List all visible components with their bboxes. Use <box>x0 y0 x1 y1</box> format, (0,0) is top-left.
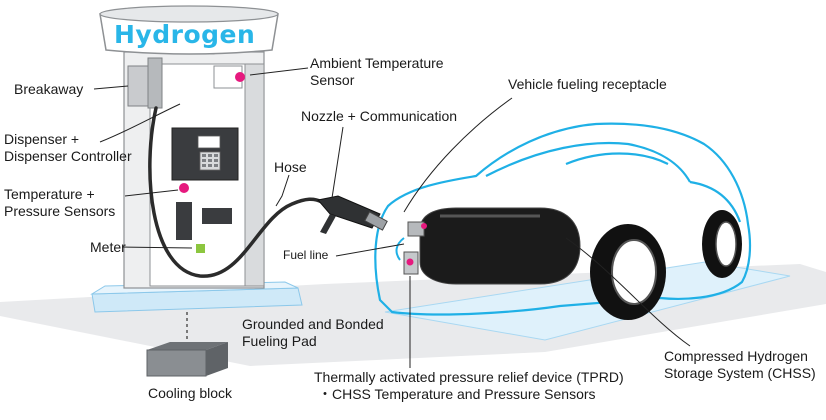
keypad-keys <box>202 154 218 167</box>
label-breakaway: Breakaway <box>14 81 84 97</box>
sign-top <box>99 5 279 23</box>
tank-valve-top <box>407 221 425 237</box>
sign-board <box>99 13 279 55</box>
cooling-block-top <box>147 342 228 350</box>
label-ambient-sensor-line2: Sensor <box>310 72 355 88</box>
label-hose: Hose <box>274 159 307 175</box>
label-cooling-block: Cooling block <box>148 385 233 401</box>
front-wheel-rim <box>715 221 737 267</box>
label-chss-line2: Storage System (CHSS) <box>664 365 816 381</box>
label-nozzle: Nozzle + Communication <box>301 108 458 124</box>
label-chss-line1: Compressed Hydrogen <box>664 348 808 364</box>
label-meter: Meter <box>90 239 126 255</box>
cooling-block <box>146 349 207 377</box>
label-fuel-line: Fuel line <box>283 248 329 262</box>
temperature-pressure-sensor <box>179 183 189 193</box>
rear-wheel-rim <box>611 239 657 305</box>
label-dispenser-line1: Dispenser + <box>4 131 80 147</box>
label-fueling-pad-line1: Grounded and Bonded <box>242 316 384 332</box>
hose <box>148 106 324 278</box>
nozzle <box>317 195 388 234</box>
breakaway-housing <box>147 57 163 109</box>
fuel-cell-vehicle <box>374 122 752 316</box>
tprd-sensor <box>406 258 414 266</box>
sign-brand-text: Hydrogen <box>114 20 256 49</box>
price-display <box>202 208 232 224</box>
label-temp-pressure-line2: Pressure Sensors <box>4 203 116 219</box>
display-screen <box>197 135 221 149</box>
leader-lines <box>93 67 691 368</box>
label-tprd-line2: ・CHSS Temperature and Pressure Sensors <box>318 386 596 402</box>
cooling-block-side <box>206 342 228 376</box>
meter <box>196 244 205 253</box>
nozzle-holster <box>176 202 192 240</box>
dispenser-side <box>244 63 265 287</box>
label-vehicle-receptacle: Vehicle fueling receptacle <box>508 76 667 92</box>
label-temp-pressure-line1: Temperature + <box>4 186 95 202</box>
tank-fuel-line <box>395 237 405 261</box>
label-fueling-pad-line2: Fueling Pad <box>242 333 317 349</box>
label-ambient-sensor-line1: Ambient Temperature <box>310 55 444 71</box>
ambient-temperature-sensor <box>235 72 245 82</box>
hydrogen-tank <box>419 207 581 285</box>
fueling-receptacle-sensor <box>421 223 427 229</box>
label-tprd-line1: Thermally activated pressure relief devi… <box>314 369 624 385</box>
label-dispenser-line2: Dispenser Controller <box>4 148 132 164</box>
